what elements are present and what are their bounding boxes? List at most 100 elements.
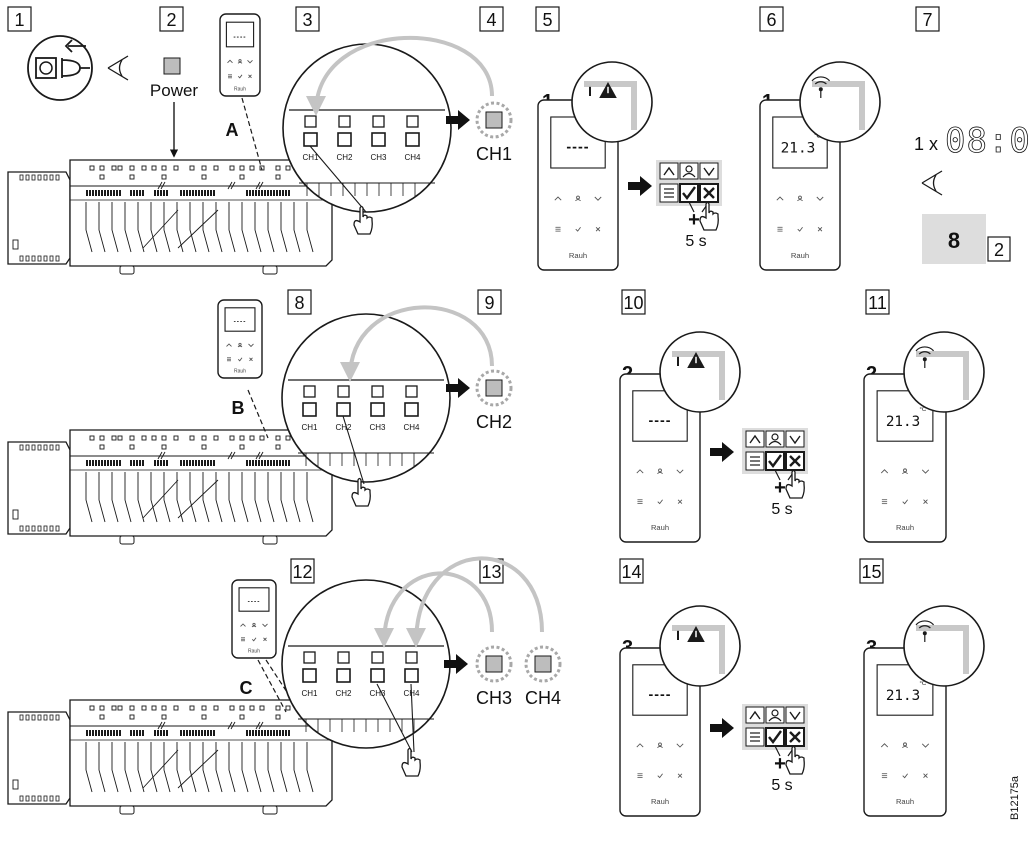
mark: [157, 181, 163, 190]
finger-press-icon: [353, 205, 373, 235]
user-icon: [251, 625, 257, 628]
led-indicator: [129, 444, 135, 450]
thermostat-b: ----Rauh: [217, 299, 263, 379]
terminal-pin: [255, 190, 257, 196]
wire: [228, 472, 236, 523]
chevron-up-icon: [226, 343, 232, 347]
mark: [157, 451, 163, 460]
led-indicator: [275, 435, 281, 441]
terminal-pin: [285, 730, 287, 736]
socket-icon: [35, 57, 57, 79]
terminal-pin: [189, 730, 191, 736]
vent-slot: [55, 795, 60, 802]
wire: [241, 472, 249, 523]
chevron-up-icon: [227, 59, 233, 64]
wire: [98, 742, 106, 793]
led-indicator: [151, 435, 157, 441]
screen-corner: [584, 81, 637, 130]
mark: [160, 721, 166, 730]
terminal-pin: [249, 460, 251, 466]
led-indicator: [259, 705, 265, 711]
up-button: [659, 162, 679, 180]
ref-box-number: 2: [994, 240, 1004, 260]
mount-foot: [119, 805, 135, 815]
signal-magnifier-step15: [903, 605, 985, 687]
led-indicator: [99, 174, 105, 180]
channel-label: CH3: [369, 423, 386, 432]
vent-slot: [19, 255, 24, 262]
antenna-icon: [915, 346, 935, 352]
wire: [124, 202, 132, 253]
led-indicator: [259, 435, 265, 441]
up-button: [745, 706, 765, 724]
controller-unit-a: [7, 159, 333, 275]
chevron-up-icon: [880, 743, 889, 748]
terminal-pin: [213, 730, 215, 736]
thermostat-screen: [225, 21, 255, 48]
wire: [163, 202, 171, 253]
terminal-pin: [107, 730, 109, 736]
plug-circle: [27, 35, 93, 101]
controller-left-cap: [7, 711, 71, 805]
mark: [255, 451, 261, 460]
terminal-pin: [116, 190, 118, 196]
chevron-up-icon: [749, 710, 761, 720]
vent-slot: [31, 255, 36, 262]
curved-arrow-step9: [340, 305, 494, 382]
mark: [258, 181, 264, 190]
step-box-15: 15: [859, 558, 884, 584]
wire: [241, 202, 249, 253]
wire: [280, 202, 288, 253]
led-indicator: [161, 165, 167, 171]
terminal-pin: [204, 190, 206, 196]
display-unit: °C: [814, 133, 821, 139]
terminal-pin: [252, 190, 254, 196]
terminal-pin: [246, 730, 248, 736]
arrow-left-icon: [64, 39, 73, 53]
user-icon: [682, 172, 696, 178]
wire: [293, 472, 301, 523]
power-label: Power: [150, 81, 199, 100]
connection-line-b: [247, 389, 269, 439]
step-number: 15: [861, 562, 881, 582]
terminal-pin: [157, 730, 159, 736]
finger-press-icon: [401, 747, 421, 777]
channel-led-1: [303, 651, 316, 664]
terminal-pin: [186, 460, 188, 466]
finger-press: [785, 469, 805, 499]
vent-slot: [49, 714, 54, 721]
eye-icon: [921, 170, 943, 196]
channel-result-label: CH1: [476, 144, 512, 164]
user-icon: [657, 745, 663, 749]
led-indicator: [161, 705, 167, 711]
user-icon: [798, 195, 802, 200]
led-indicator: [129, 165, 135, 171]
wire: [254, 742, 262, 793]
terminal-pin: [198, 190, 200, 196]
vent-slot: [55, 444, 60, 451]
curved-arrow-step3: [306, 35, 494, 116]
chevron-up-icon: [776, 196, 784, 201]
finger-press-step8: [351, 477, 371, 507]
channel-key-3: [371, 132, 386, 147]
terminal-pin: [157, 460, 159, 466]
led-indicator: [201, 165, 207, 171]
terminal-pin: [166, 190, 168, 196]
step-box-frame: [287, 289, 312, 315]
terminal-pin: [95, 190, 97, 196]
led-indicator: [275, 165, 281, 171]
vent-slot: [25, 255, 30, 262]
chevron-down-icon: [262, 623, 268, 628]
mark: [230, 721, 236, 730]
magnifier-circle: [903, 605, 985, 687]
terminal-pin: [119, 730, 121, 736]
terminal-pin: [86, 730, 88, 736]
vent-slot: [37, 525, 42, 532]
controller-left-cap: [7, 171, 71, 265]
terminal-pin: [136, 190, 138, 196]
channel-key-2: [336, 668, 351, 683]
check-icon: [237, 357, 243, 362]
controller-housing: [69, 699, 333, 807]
led-indicator: [99, 165, 105, 171]
